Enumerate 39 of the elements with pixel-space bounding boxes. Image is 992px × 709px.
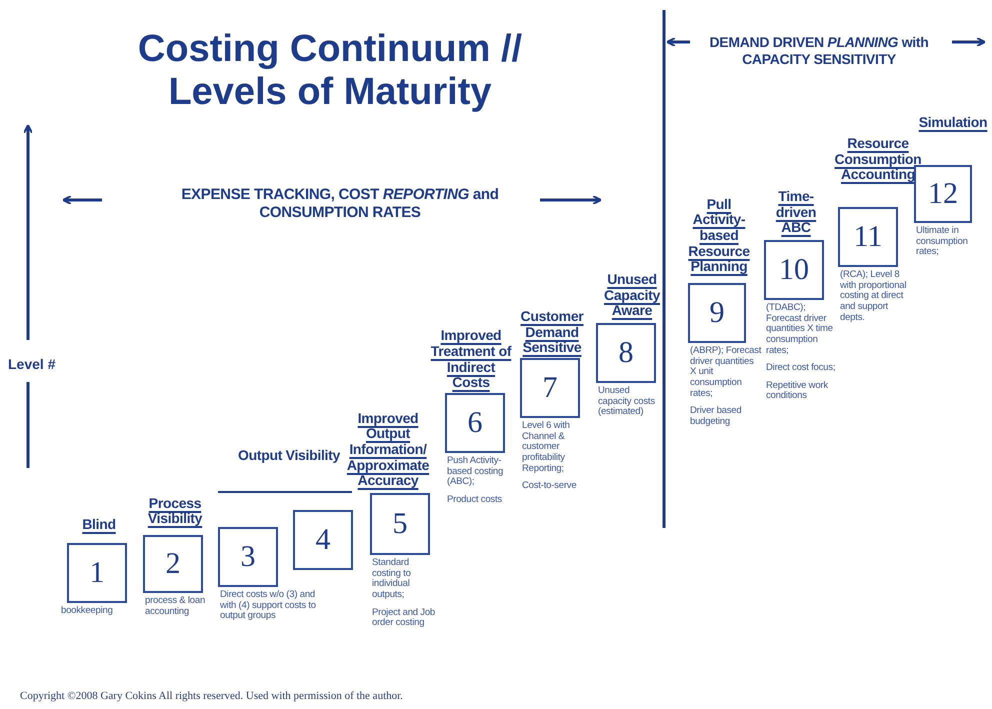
level-description: Direct costs w/o (3) and with (4) support costs to output groups: [220, 590, 317, 624]
level-description: bookkeeping: [61, 606, 114, 618]
level-heading: Customer Demand Sensitive: [520, 308, 584, 356]
level-description: (ABRP); Forecast driver quantities X unit consumption rates; Driver based budgeting: [690, 346, 762, 429]
copyright-note: Copyright ©2008 Gary Cokins All rights reserved. Used with permission of the author.: [20, 690, 404, 704]
level-number: 6: [466, 406, 484, 440]
level-description: Unused capacity costs (estimated): [598, 386, 656, 420]
level-description: Ultimate in consumption rates;: [916, 226, 969, 260]
level-number: 11: [852, 220, 884, 254]
level-heading: Process Visibility: [146, 496, 204, 527]
level-heading: Improved Output Information/ Approximate Accuracy: [346, 410, 430, 489]
level-number: 3: [240, 540, 256, 574]
level-number: 2: [164, 547, 182, 581]
level-number: 4: [314, 523, 332, 557]
level-number: 5: [392, 507, 408, 541]
level-box: [293, 510, 353, 570]
level-heading: Unused Capacity Aware: [603, 272, 662, 319]
level-heading: Blind: [81, 517, 117, 533]
level-heading: Pull Activity-based Resource Planning: [687, 196, 751, 275]
level-description: (TDABC); Forecast driver quantities X time consumption rates; Direct cost focus; Repetitive work conditions: [766, 303, 836, 404]
level-heading: Simulation: [918, 115, 988, 131]
level-description: process & loan accounting: [145, 596, 206, 619]
level-description: Push Activity-based costing (ABC); Product costs: [447, 456, 504, 507]
level-heading: Resource Consumption Accounting: [834, 136, 922, 183]
section-heading: EXPENSE TRACKING, COST REPORTING and CONSUMPTION RATES: [180, 186, 500, 222]
level-heading: Improved Treatment of Indirect Costs: [430, 328, 512, 391]
level-number: 9: [708, 296, 726, 330]
level-number: 10: [778, 253, 810, 287]
level-description: (RCA); Level 8 with proportional costing at direct and support depts.: [840, 270, 908, 324]
level-heading: Output Visibility: [237, 448, 342, 464]
level-description: Standard costing to individual outputs; Project and Job order costing: [372, 558, 436, 630]
title: Costing Continuum // Levels of Maturity: [136, 28, 524, 114]
level-number: 7: [542, 371, 558, 405]
level-number: 8: [618, 336, 634, 370]
section-heading: DEMAND DRIVEN PLANNING with CAPACITY SENSITIVITY: [708, 34, 930, 68]
level-description: Level 6 with Channel & customer profitability Reporting; Cost-to-serve: [522, 421, 578, 494]
level-number: 1: [88, 556, 106, 590]
level-number: 12: [927, 177, 959, 211]
level-heading: Time-driven ABC: [774, 188, 818, 236]
